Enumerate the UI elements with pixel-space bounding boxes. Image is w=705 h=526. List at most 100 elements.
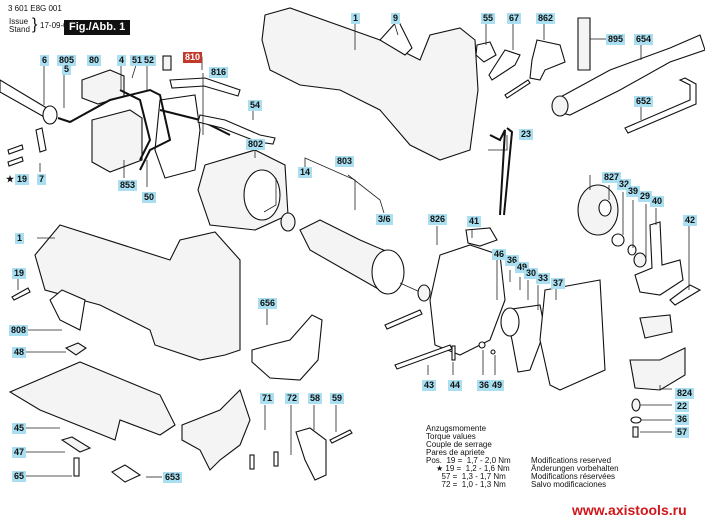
part-58-roller-holder <box>295 427 327 481</box>
part-44-pin <box>451 345 456 361</box>
callout-72[interactable]: 72 <box>285 393 300 404</box>
part-824-guard <box>629 347 686 391</box>
callout-41[interactable]: 41 <box>467 216 482 227</box>
callout-19-star[interactable]: 19 <box>5 174 30 185</box>
callout-6[interactable]: 6 <box>40 55 50 66</box>
callout-802[interactable]: 802 <box>246 139 266 150</box>
callout-55[interactable]: 55 <box>481 13 496 24</box>
callout-59[interactable]: 59 <box>330 393 345 404</box>
screw-19 <box>11 287 31 301</box>
callout-51[interactable]: 51 <box>130 55 145 66</box>
callout-45[interactable]: 45 <box>12 423 27 434</box>
part-71-guard <box>181 388 251 471</box>
callout-816[interactable]: 816 <box>209 67 229 78</box>
callout-57[interactable]: 57 <box>675 427 690 438</box>
callout-52[interactable]: 52 <box>142 55 157 66</box>
callout-22[interactable]: 22 <box>675 401 690 412</box>
callout-32[interactable]: 32 <box>617 179 632 190</box>
callout-40[interactable]: 40 <box>650 196 665 207</box>
callout-827[interactable]: 827 <box>602 172 622 183</box>
callout-1-upper[interactable]: 1 <box>351 13 361 24</box>
watermark-link[interactable]: www.axistools.ru <box>572 502 687 518</box>
part-48-pad <box>64 342 87 356</box>
callout-36-lower[interactable]: 36 <box>477 380 492 391</box>
screw-72-b <box>273 451 279 467</box>
callout-58[interactable]: 58 <box>308 393 323 404</box>
part-1-housing-full <box>34 224 241 361</box>
callout-36-upper[interactable]: 36 <box>505 255 520 266</box>
part-652-hex-key <box>624 77 697 134</box>
callout-824[interactable]: 824 <box>675 388 695 399</box>
callout-853[interactable]: 853 <box>118 180 138 191</box>
bearing <box>417 284 431 302</box>
part-41 <box>465 227 498 247</box>
callout-42[interactable]: 42 <box>683 215 698 226</box>
part-number: 3 601 E8G 001 <box>8 4 62 13</box>
callout-33[interactable]: 33 <box>536 273 551 284</box>
part-sds-holder <box>639 314 673 339</box>
part-37-plate <box>539 279 606 391</box>
part-57-screw <box>632 426 639 438</box>
callout-43[interactable]: 43 <box>422 380 437 391</box>
torque-row-3: 57 = 1,3 - 1,7 Nm <box>426 472 506 481</box>
callout-862[interactable]: 862 <box>536 13 556 24</box>
issue-label: Issue <box>9 17 29 26</box>
part-23-cable <box>489 127 514 216</box>
callout-4[interactable]: 4 <box>117 55 127 66</box>
callout-810[interactable]: 810 <box>183 52 203 63</box>
part-816-spring <box>169 77 241 97</box>
part-1-housing-half <box>261 7 479 161</box>
callout-44[interactable]: 44 <box>448 380 463 391</box>
callout-67[interactable]: 67 <box>507 13 522 24</box>
callout-895[interactable]: 895 <box>606 34 626 45</box>
part-29-roller <box>633 252 647 268</box>
callout-3-6[interactable]: 3/6 <box>376 214 393 225</box>
callout-80[interactable]: 80 <box>87 55 102 66</box>
callout-36[interactable]: 36 <box>675 414 690 425</box>
callout-49-lower[interactable]: 49 <box>490 380 505 391</box>
callout-30[interactable]: 30 <box>524 268 539 279</box>
callout-19[interactable]: 19 <box>12 268 27 279</box>
callout-803[interactable]: 803 <box>335 156 355 167</box>
part-50-electronics <box>154 94 201 179</box>
part-9-label <box>379 19 413 56</box>
callout-14[interactable]: 14 <box>298 167 313 178</box>
callout-652[interactable]: 652 <box>634 96 654 107</box>
callout-653[interactable]: 653 <box>163 472 183 483</box>
callout-826[interactable]: 826 <box>428 214 448 225</box>
armature-fan <box>371 249 405 295</box>
callout-808[interactable]: 808 <box>9 325 29 336</box>
part-827-gear <box>577 184 619 236</box>
callout-54[interactable]: 54 <box>248 100 263 111</box>
issue-date: 17-09-05 <box>40 21 73 30</box>
callout-5[interactable]: 5 <box>62 64 72 75</box>
callout-656[interactable]: 656 <box>258 298 278 309</box>
callout-65[interactable]: 65 <box>12 471 27 482</box>
callout-654[interactable]: 654 <box>634 34 654 45</box>
brace: } <box>32 16 38 33</box>
callout-49-upper[interactable]: 49 <box>515 262 530 273</box>
callout-1-lower[interactable]: 1 <box>15 233 25 244</box>
callout-29[interactable]: 29 <box>638 191 653 202</box>
part-32-washer <box>611 233 625 247</box>
part-826-gear-housing <box>429 244 506 356</box>
callout-46[interactable]: 46 <box>492 249 507 260</box>
callout-48[interactable]: 48 <box>12 347 27 358</box>
callout-37[interactable]: 37 <box>551 278 566 289</box>
callout-9[interactable]: 9 <box>391 13 401 24</box>
part-14-bearing <box>280 212 296 232</box>
callout-47[interactable]: 47 <box>12 447 27 458</box>
part-36-washer-b <box>478 341 486 349</box>
callout-23[interactable]: 23 <box>519 129 534 140</box>
callout-805[interactable]: 805 <box>57 55 77 66</box>
part-810-brush <box>162 55 172 71</box>
modifications-de: Änderungen vorbehalten <box>531 464 619 473</box>
callout-50[interactable]: 50 <box>142 192 157 203</box>
stator-bore <box>243 169 281 221</box>
part-862 <box>529 39 566 81</box>
callout-39[interactable]: 39 <box>626 186 641 197</box>
callout-71[interactable]: 71 <box>260 393 275 404</box>
part-67 <box>488 49 521 81</box>
callout-7[interactable]: 7 <box>37 174 47 185</box>
